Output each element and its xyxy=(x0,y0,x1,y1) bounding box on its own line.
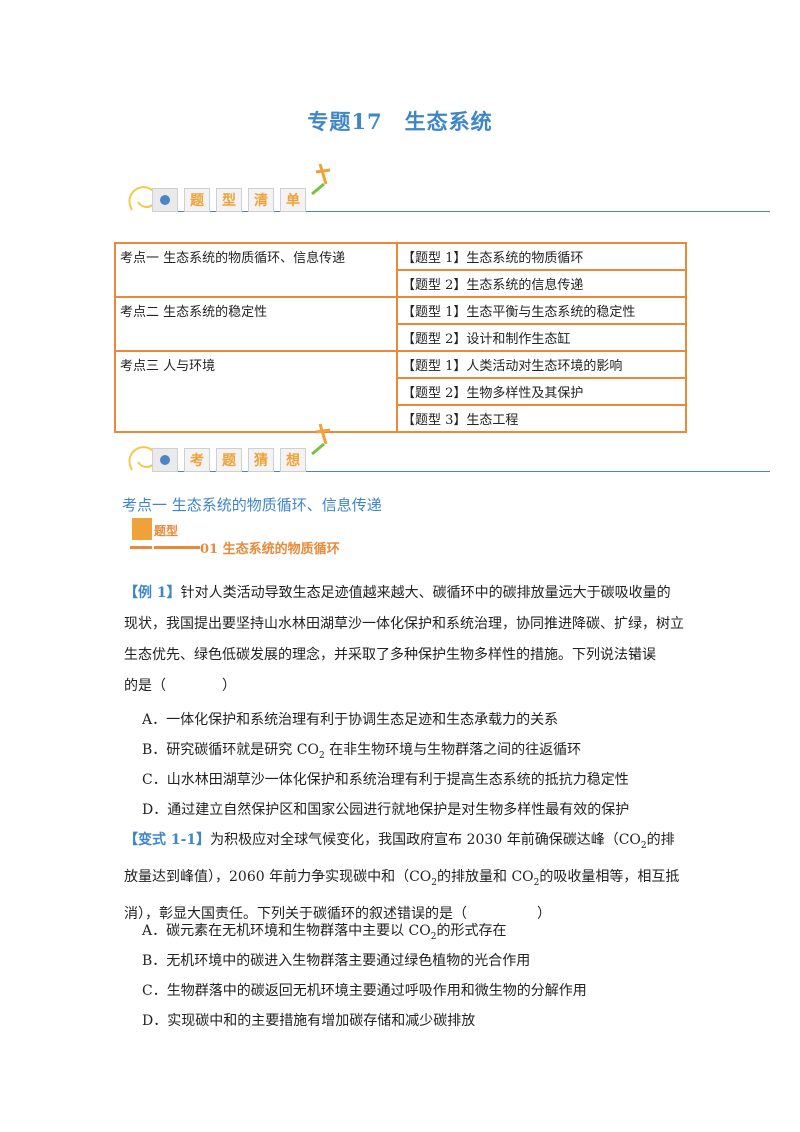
banner-char: 清 xyxy=(248,188,274,212)
question-type-label: 题型 xyxy=(154,524,179,538)
banner-rule xyxy=(154,211,770,212)
page-title: 专题17 生态系统 xyxy=(307,109,493,134)
topic-point: 考点一 生态系统的物质循环、信息传递 xyxy=(114,242,398,298)
topic-table: 考点一 生态系统的物质循环、信息传递 【题型 1】生态系统的物质循环 【题型 2… xyxy=(114,242,687,433)
table-row: 【题型 2】生态系统的信息传递 xyxy=(115,269,687,298)
topic-point: 考点三 人与环境 xyxy=(114,350,398,433)
topic-type: 【题型 1】生态系统的物质循环 xyxy=(396,242,687,271)
section-banner-type-list: 题 型 清 单 xyxy=(124,162,770,222)
table-row: 考点二 生态系统的稳定性 【题型 1】生态平衡与生态系统的稳定性 xyxy=(114,296,687,352)
table-row: 考点一 生态系统的物质循环、信息传递 【题型 1】生态系统的物质循环 xyxy=(114,242,687,298)
banner-dot-chip xyxy=(152,448,178,472)
option-d: D．实现碳中和的主要措施有增加碳存储和减少碳排放 xyxy=(142,1013,476,1029)
option-a: A．一体化保护和系统治理有利于协调生态足迹和生态承载力的关系 xyxy=(142,712,559,728)
banner-char: 考 xyxy=(184,448,210,472)
orange-square-icon xyxy=(132,518,152,540)
banner-char: 想 xyxy=(280,448,306,472)
topic-type: 【题型 2】生态系统的信息传递 xyxy=(396,269,687,298)
dot-icon xyxy=(160,455,170,465)
variant-tag: 【变式 1-1】 xyxy=(124,832,211,848)
topic-type: 【题型 2】生物多样性及其保护 xyxy=(396,377,687,406)
question-type-name: 01 生态系统的物质循环 xyxy=(200,542,340,557)
section-banner-guess: 考 题 猜 想 xyxy=(124,422,770,482)
option-a: A．碳元素在无机环境和生物群落中主要以 CO2的形式存在 xyxy=(142,923,507,942)
option-c: C．生物群落中的碳返回无机环境主要通过呼吸作用和微生物的分解作用 xyxy=(142,983,587,999)
option-b: B．无机环境中的碳进入生物群落主要通过绿色植物的光合作用 xyxy=(142,953,531,969)
topic-type: 【题型 2】设计和制作生态缸 xyxy=(396,323,687,352)
section-heading: 考点一 生态系统的物质循环、信息传递 xyxy=(122,496,382,514)
banner-rule xyxy=(154,471,770,472)
banner-char: 猜 xyxy=(248,448,274,472)
underline-bar xyxy=(154,546,200,549)
dot-icon xyxy=(160,195,170,205)
underline-bar xyxy=(130,546,152,549)
topic-point: 考点二 生态系统的稳定性 xyxy=(114,296,398,352)
option-b: B．研究碳循环就是研究 CO2 在非生物环境与生物群落之间的往返循环 xyxy=(142,742,582,761)
banner-char: 单 xyxy=(280,188,306,212)
table-row: 【题型 2】生物多样性及其保护 xyxy=(115,377,687,406)
topic-type: 【题型 1】生态平衡与生态系统的稳定性 xyxy=(396,296,687,325)
table-row: 考点三 人与环境 【题型 1】人类活动对生态环境的影响 xyxy=(114,350,687,433)
banner-dot-chip xyxy=(152,188,178,212)
topic-type: 【题型 3】生态工程 xyxy=(396,404,687,433)
banner-char: 题 xyxy=(216,448,242,472)
banner-char: 题 xyxy=(184,188,210,212)
option-c: C．山水林田湖草沙一体化保护和系统治理有利于提高生态系统的抵抗力稳定性 xyxy=(142,772,629,788)
variant-1-1-stem: 【变式 1-1】为积极应对全球气候变化，我国政府宣布 2030 年前确保碳达峰（… xyxy=(124,832,680,922)
example-tag: 【例 1】 xyxy=(124,585,181,601)
option-d: D．通过建立自然保护区和国家公园进行就地保护是对生物多样性最有效的保护 xyxy=(142,802,630,818)
question-type-header: 题型 01 生态系统的物质循环 xyxy=(128,518,428,558)
table-row: 【题型 3】生态工程 xyxy=(115,404,687,433)
example-1-stem: 【例 1】针对人类活动导致生态足迹值越来越大、碳循环中的碳排放量远大于碳吸收量的… xyxy=(124,578,684,702)
topic-type: 【题型 1】人类活动对生态环境的影响 xyxy=(396,350,687,379)
table-row: 【题型 2】设计和制作生态缸 xyxy=(115,323,687,352)
banner-char: 型 xyxy=(216,188,242,212)
